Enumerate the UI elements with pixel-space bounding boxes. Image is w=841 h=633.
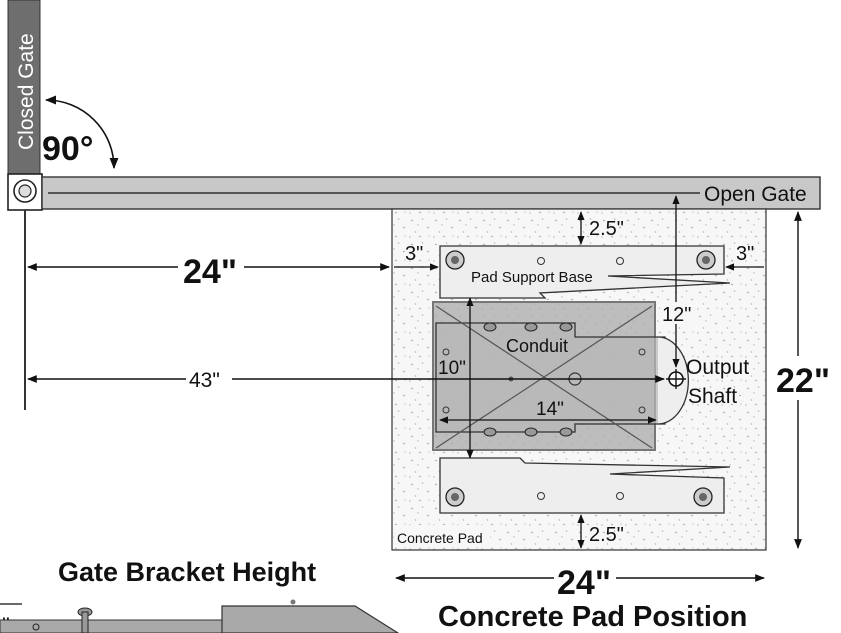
- dimension-pad-width-label: 24": [557, 564, 611, 602]
- dimension-gate-to-pad-label: 24": [183, 253, 237, 291]
- dimension-gate-to-shaft-label: 43": [189, 369, 220, 392]
- gate-bracket-partial: ": [0, 599, 400, 633]
- dimension-right-margin: 3": [725, 243, 764, 271]
- motor-base: Conduit: [432, 301, 689, 451]
- dimension-shaft-offset-label: 12": [662, 304, 691, 326]
- dimension-base-width-label: 14": [536, 399, 564, 420]
- dimension-top-margin-label: 2.5": [589, 218, 624, 240]
- dimension-left-margin: 3": [394, 243, 439, 271]
- dimension-top-margin: 2.5": [577, 211, 624, 245]
- angle-label: 90°: [42, 130, 93, 168]
- concrete-pad-position-heading: Concrete Pad Position: [438, 601, 747, 633]
- concrete-pad-label: Concrete Pad: [397, 530, 483, 546]
- dimension-pad-depth: 22": [776, 211, 830, 549]
- gate-bracket-height-heading: Gate Bracket Height: [58, 557, 316, 587]
- conduit-label: Conduit: [506, 336, 568, 356]
- closed-gate-post: Closed Gate: [7, 0, 43, 410]
- dimension-base-height-label: 10": [438, 358, 466, 379]
- angle-indicator: 90°: [42, 95, 119, 170]
- dimension-right-margin-label: 3": [736, 243, 754, 265]
- dimension-gate-to-shaft: 43": [27, 369, 665, 392]
- dimension-base-height: 10": [438, 297, 474, 459]
- dimension-pad-width: 24": [395, 564, 765, 602]
- dimension-gate-to-pad: 24": [27, 253, 390, 291]
- open-gate-rail: Open Gate: [41, 176, 821, 210]
- dimension-shaft-offset: 12": [660, 195, 694, 368]
- conduit-clamps: [483, 322, 573, 437]
- pad-support-plate-bottom: [439, 457, 731, 514]
- dimension-bottom-margin-label: 2.5": [589, 524, 624, 546]
- output-shaft-label-line2: Shaft: [688, 385, 737, 408]
- dimension-left-margin-label: 3": [405, 243, 423, 265]
- dimension-bottom-margin: 2.5": [577, 514, 624, 549]
- pad-support-plate-top: Pad Support Base: [439, 245, 731, 299]
- output-shaft-label-line1: Output: [686, 356, 749, 379]
- dimension-pad-depth-label: 22": [776, 362, 830, 400]
- closed-gate-label: Closed Gate: [15, 33, 38, 150]
- output-shaft: Output Shaft: [666, 356, 749, 408]
- dimension-base-width: 14": [439, 399, 657, 424]
- open-gate-label: Open Gate: [704, 183, 807, 206]
- pad-support-base-label: Pad Support Base: [471, 269, 593, 286]
